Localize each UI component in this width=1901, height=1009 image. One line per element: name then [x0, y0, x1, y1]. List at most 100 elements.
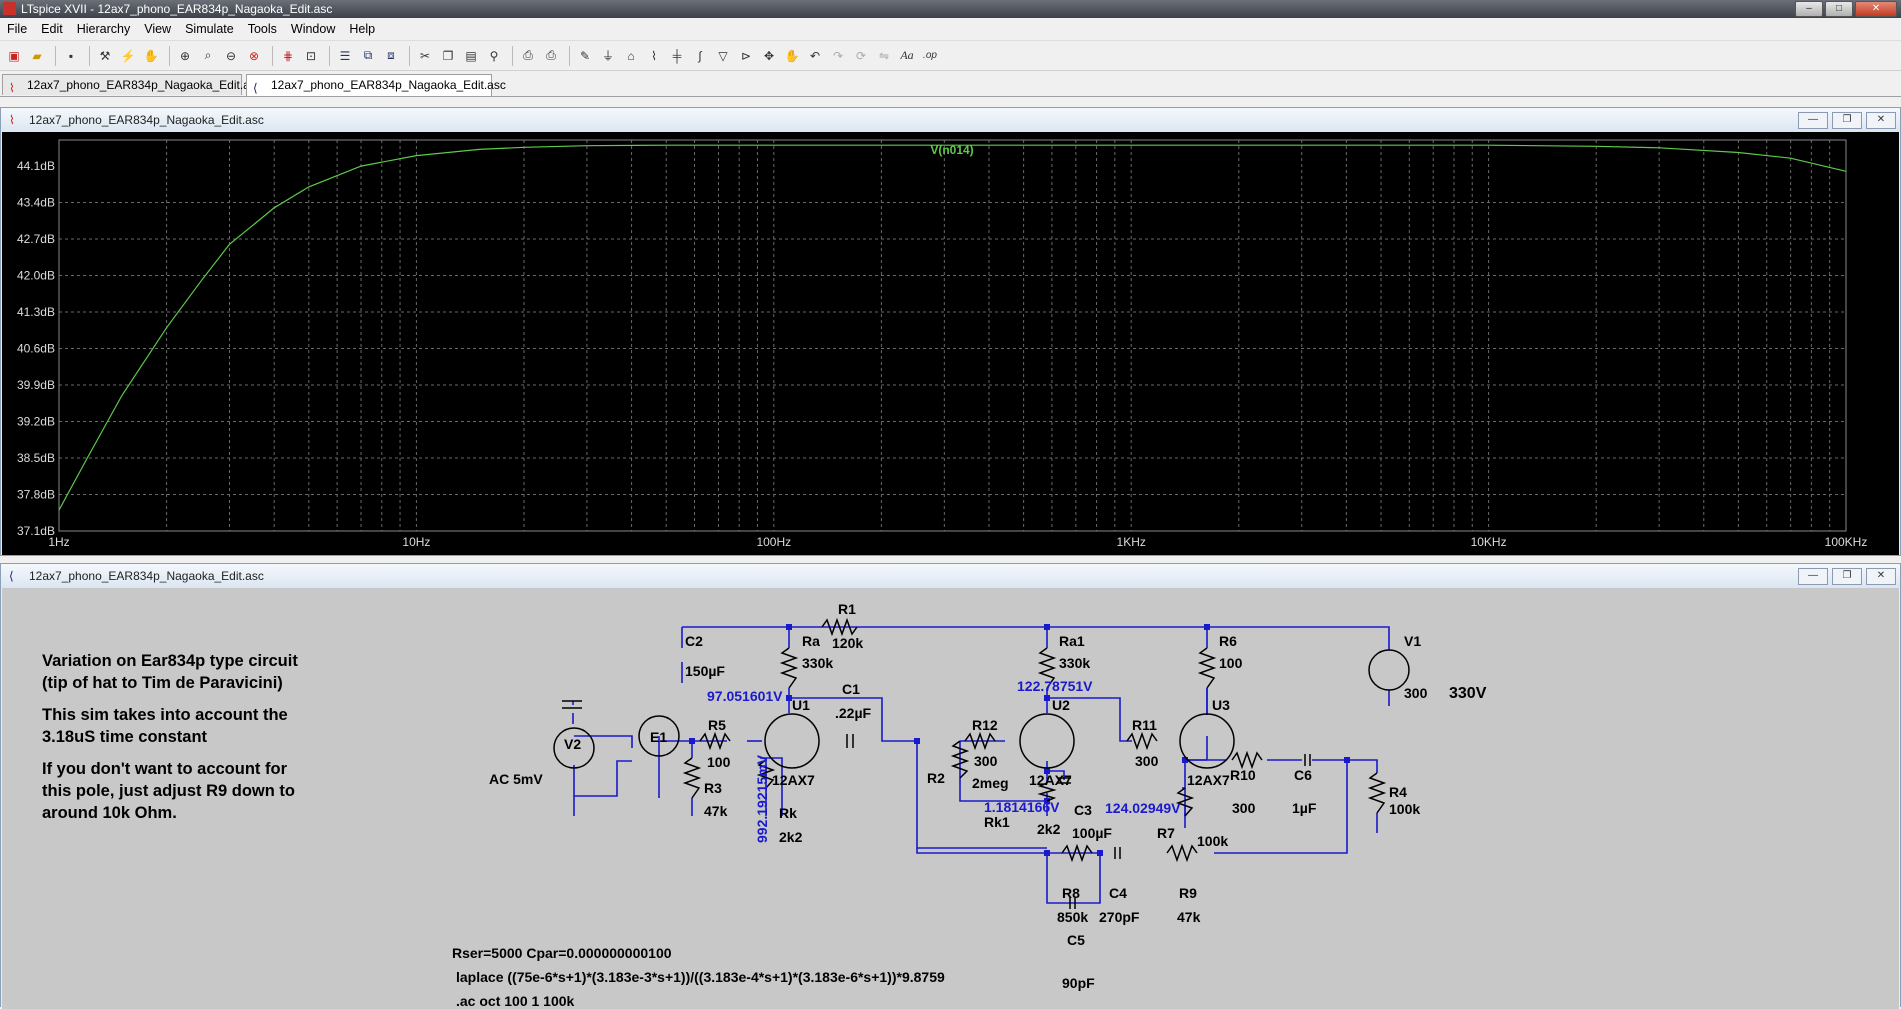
close-button[interactable]: ✕ [1855, 1, 1897, 17]
value-r6[interactable]: 100 [1219, 655, 1243, 671]
label-v2[interactable]: V2 [564, 736, 581, 752]
value-rk1[interactable]: 2k2 [1037, 821, 1061, 837]
rotate-icon[interactable]: ⟳ [855, 48, 867, 63]
label-r1[interactable]: R1 [838, 601, 856, 617]
value-u1[interactable]: 12AX7 [772, 772, 815, 788]
label-r2[interactable]: R2 [927, 770, 945, 786]
pane-minimize-button[interactable]: — [1798, 112, 1828, 129]
value-c1[interactable]: .22µF [835, 705, 872, 721]
directive-ac[interactable]: .ac oct 100 1 100k [456, 993, 575, 1009]
value-u2[interactable]: 12AX7 [1029, 772, 1072, 788]
print-setup-icon[interactable]: ⎙ [523, 48, 533, 62]
label-c2[interactable]: C2 [685, 633, 703, 649]
value-c6[interactable]: 1µF [1292, 800, 1317, 816]
node-voltage-u2-plate[interactable]: 122.78751V [1017, 678, 1093, 694]
run-icon[interactable]: ⚡ [120, 48, 136, 63]
label-c4[interactable]: C4 [1109, 885, 1127, 901]
tile-vertical-icon[interactable]: ⧉ [363, 48, 373, 62]
trace-v-n014[interactable] [58, 144, 1847, 511]
undo-icon[interactable]: ↶ [809, 48, 821, 63]
value-c4[interactable]: 270pF [1099, 909, 1140, 925]
control-panel-icon[interactable]: ⚒ [99, 48, 111, 63]
save-icon[interactable]: ▪ [68, 48, 74, 63]
menu-tools[interactable]: Tools [247, 22, 277, 36]
label-c3[interactable]: C3 [1074, 802, 1092, 818]
move-icon[interactable]: ✥ [763, 48, 775, 63]
directive-laplace[interactable]: laplace ((75e-6*s+1)*(3.183e-3*s+1))/((3… [456, 969, 945, 985]
node-voltage-u2-cathode[interactable]: 1.1814166V [984, 799, 1060, 815]
value-ra1[interactable]: 330k [1059, 655, 1090, 671]
pane-minimize-button[interactable]: — [1798, 568, 1828, 585]
value-c2[interactable]: 150µF [685, 663, 725, 679]
ground-icon[interactable]: ⏚ [601, 49, 614, 63]
label-r6[interactable]: R6 [1219, 633, 1237, 649]
label-icon[interactable]: ⌂ [627, 48, 635, 63]
diode-icon[interactable]: ▽ [718, 48, 728, 63]
label-v1[interactable]: V1 [1404, 633, 1421, 649]
value-r8[interactable]: 850k [1057, 909, 1088, 925]
tile-horizontal-icon[interactable]: ☰ [339, 48, 351, 63]
menu-view[interactable]: View [144, 22, 172, 36]
cut-icon[interactable]: ✂ [419, 48, 431, 63]
wire-icon[interactable]: ✎ [579, 48, 591, 63]
label-ra1[interactable]: Ra1 [1059, 633, 1085, 649]
schematic-canvas[interactable]: Variation on Ear834p type circuit (tip o… [2, 588, 1899, 1009]
new-schematic-icon[interactable]: ▣ [8, 48, 20, 63]
label-u1[interactable]: U1 [792, 697, 810, 713]
label-r11[interactable]: R11 [1132, 717, 1157, 733]
zoom-in-icon[interactable]: ⊕ [179, 48, 191, 63]
value-r1[interactable]: 120k [832, 635, 863, 651]
node-voltage-u1-plate[interactable]: 97.051601V [707, 688, 783, 704]
tab-schematic[interactable]: ⟨ 12ax7_phono_EAR834p_Nagaoka_Edit.asc [246, 74, 506, 96]
value-ra[interactable]: 330k [802, 655, 833, 671]
label-r5[interactable]: R5 [708, 717, 726, 733]
delete-trace-icon[interactable]: ⊡ [305, 48, 317, 63]
zoom-area-icon[interactable]: ⌕ [204, 48, 212, 62]
value-v1[interactable]: 300 [1404, 685, 1428, 701]
cascade-icon[interactable]: ⧈ [387, 48, 395, 62]
zoom-out-icon[interactable]: ⊖ [225, 48, 237, 63]
redo-icon[interactable]: ↷ [832, 48, 844, 63]
label-rk1[interactable]: Rk1 [984, 814, 1010, 830]
menu-file[interactable]: File [7, 22, 28, 36]
label-r9[interactable]: R9 [1179, 885, 1197, 901]
label-r3[interactable]: R3 [704, 780, 722, 796]
print-icon[interactable]: ⎙ [546, 48, 556, 62]
component-icon[interactable]: ⊳ [740, 48, 752, 63]
pane-close-button[interactable]: ✕ [1866, 112, 1896, 129]
spice-directive-icon[interactable]: .op [923, 50, 937, 61]
label-r12[interactable]: R12 [972, 717, 998, 733]
pane-close-button[interactable]: ✕ [1866, 568, 1896, 585]
label-r10[interactable]: R10 [1230, 767, 1256, 783]
value-c3[interactable]: 100µF [1072, 825, 1112, 841]
label-e1[interactable]: E1 [650, 729, 667, 745]
text-icon[interactable]: Aa [900, 48, 914, 62]
value-c5[interactable]: 90pF [1062, 975, 1095, 991]
node-voltage-u1-cathode[interactable]: 992.19215mV [754, 754, 770, 843]
value-r7[interactable]: 100k [1197, 833, 1228, 849]
menu-hierarchy[interactable]: Hierarchy [76, 22, 131, 36]
halt-icon[interactable]: ✋ [143, 48, 159, 63]
autorange-icon[interactable]: ⋕ [282, 48, 294, 63]
node-voltage-u3-cathode[interactable]: 124.02949V [1105, 800, 1181, 816]
maximize-button[interactable]: □ [1825, 1, 1853, 17]
value-r5[interactable]: 100 [707, 754, 731, 770]
label-u3[interactable]: U3 [1212, 697, 1230, 713]
open-icon[interactable]: ▰ [32, 48, 42, 63]
value-rk[interactable]: 2k2 [779, 829, 803, 845]
value-r12[interactable]: 300 [974, 753, 998, 769]
label-c5[interactable]: C5 [1067, 932, 1085, 948]
label-r4[interactable]: R4 [1389, 784, 1407, 800]
menu-window[interactable]: Window [290, 22, 336, 36]
pane-restore-button[interactable]: ❐ [1832, 568, 1862, 585]
value-r11[interactable]: 300 [1135, 753, 1159, 769]
find-icon[interactable]: ⚲ [489, 48, 499, 63]
label-r8[interactable]: R8 [1062, 885, 1080, 901]
value-u3[interactable]: 12AX7 [1187, 772, 1230, 788]
drag-icon[interactable]: ✋ [784, 48, 800, 63]
directive-rser[interactable]: Rser=5000 Cpar=0.000000000100 [452, 945, 672, 961]
mirror-icon[interactable]: ⇋ [878, 48, 890, 63]
label-r7[interactable]: R7 [1157, 825, 1175, 841]
menu-edit[interactable]: Edit [41, 22, 63, 36]
